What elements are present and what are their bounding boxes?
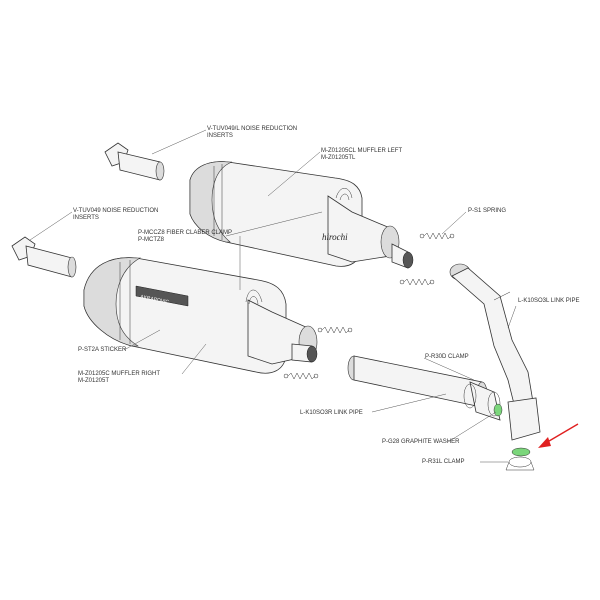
link-pipe-right [347, 355, 501, 421]
highlight-arrow [538, 423, 579, 448]
r31l-clamp [505, 456, 535, 471]
spring-lower [317, 326, 353, 334]
graphite-washer [493, 403, 531, 457]
muffler-right-label-2: M-Z01205T [78, 378, 109, 384]
noise-reduction-insert-left [104, 142, 165, 181]
insert-right-label-1: V-TUV049 NOISE REDUCTION [73, 208, 158, 214]
akrapovic-sticker: AKRAPOVIC [135, 285, 189, 307]
spring-label: P-S1 SPRING [468, 208, 506, 214]
link-pipe-left-label: L-K10SO3L LINK PIPE [518, 298, 579, 304]
muffler-right-label-1: M-Z01205C MUFFLER RIGHT [78, 371, 160, 377]
sticker-label: P-ST2A STICKER [78, 347, 127, 353]
svg-text:AKRAPOVIC: AKRAPOVIC [140, 294, 170, 306]
labels: V-TUV049/L NOISE REDUCTION INSERTS V-TUV… [73, 126, 579, 465]
spring-upper [419, 232, 455, 240]
clamp-label-2: P-MCTZ8 [138, 237, 165, 243]
muffler-left [189, 161, 414, 269]
link-pipe-left [449, 263, 541, 441]
link-pipe-right-label: L-K10SO3R LINK PIPE [300, 410, 363, 416]
r31l-clamp-label: P-R31L CLAMP [422, 459, 464, 465]
spring-lower-2 [283, 372, 319, 380]
muffler-left-label-2: M-Z01205TL [321, 155, 356, 161]
graphite-washer-label: P-G28 GRAPHITE WASHER [382, 439, 460, 445]
clamp-label-1: P-MCCZ8 FIBER CLABER CLAMP [138, 230, 232, 236]
leader-lines [29, 129, 517, 463]
muffler-left-label-1: M-Z01205CL MUFFLER LEFT [321, 148, 402, 154]
insert-left-label-1: V-TUV049/L NOISE REDUCTION [207, 126, 297, 132]
r30d-clamp [463, 383, 501, 417]
spring-upper-2 [399, 278, 435, 286]
noise-reduction-insert-right [11, 236, 77, 278]
insert-right-label-2: INSERTS [73, 215, 99, 221]
r30d-clamp-label: P-R30D CLAMP [425, 354, 469, 360]
muffler-right: AKRAPOVIC [83, 257, 318, 374]
watermark: hirochi [322, 232, 348, 242]
insert-left-label-2: INSERTS [207, 133, 233, 139]
